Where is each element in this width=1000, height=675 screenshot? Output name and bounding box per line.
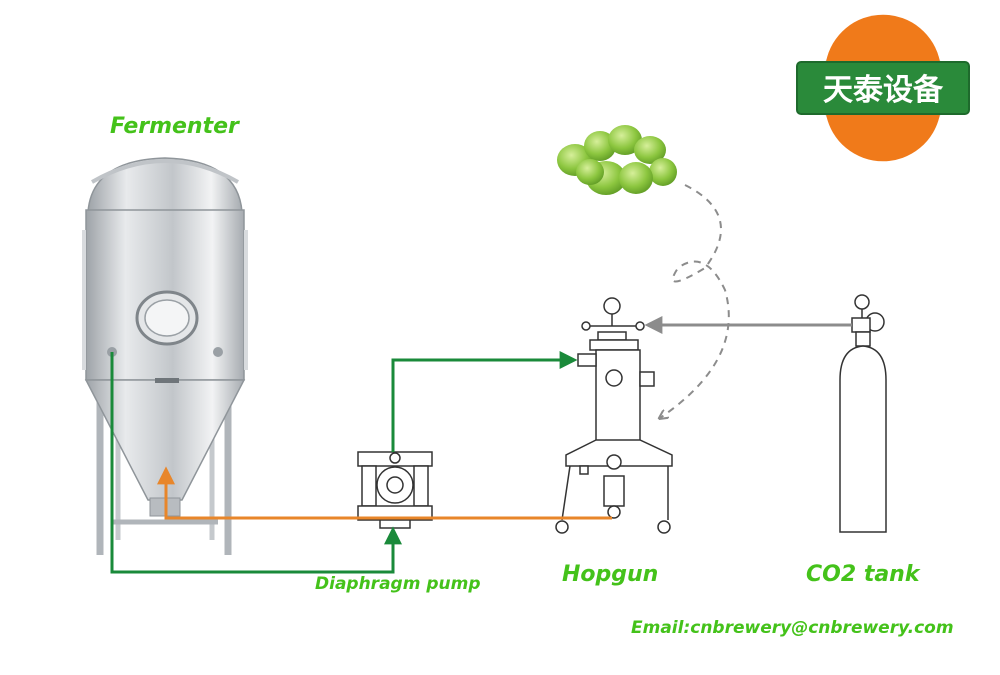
hopgun-vessel-icon [555, 297, 673, 534]
diaphragm-pump-label: Diaphragm pump [315, 574, 481, 594]
hops-icon [557, 125, 677, 195]
pipe-fermenter-to-pump [110, 352, 402, 574]
hopgun-label: Hopgun [562, 562, 659, 587]
pipe-hopgun-to-fermenter [157, 466, 612, 520]
fermenter-label: Fermenter [110, 114, 239, 139]
logo-text: 天泰设备 [823, 73, 944, 108]
co2-tank-label: CO2 tank [806, 562, 920, 587]
company-logo: 天泰设备 [796, 14, 970, 162]
pipe-pump-to-hopgun [391, 351, 578, 452]
contact-email[interactable]: Email:cnbrewery@cnbrewery.com [631, 618, 954, 638]
co2-cylinder-icon [839, 294, 887, 533]
fermenter-tank-icon [82, 157, 248, 555]
hops-transfer-path [660, 184, 730, 418]
